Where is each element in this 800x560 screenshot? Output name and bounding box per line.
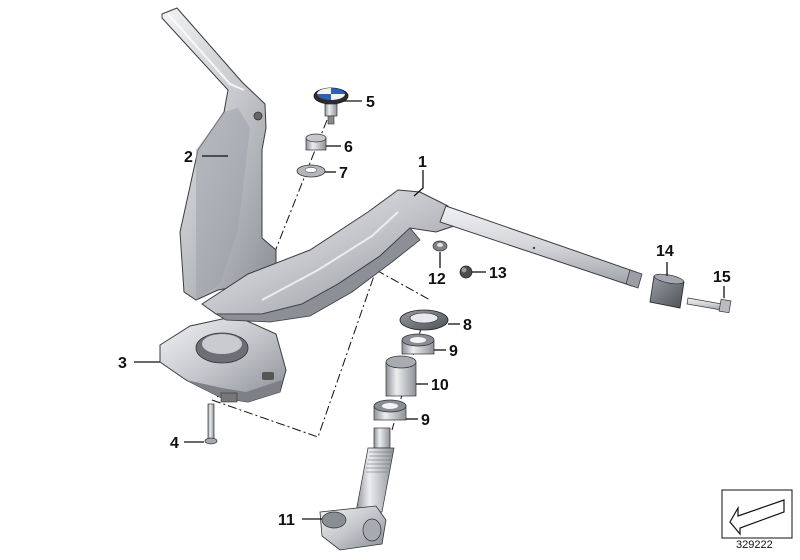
pivot-shaft-11-part [319,427,395,551]
callout-3: 3 [118,355,127,372]
bracket-arm-part [161,7,277,301]
cap-screw-5-part [313,87,349,125]
bushing-6-part [305,133,327,151]
bar-end-weight-14-part [649,273,685,309]
washer-7-part [296,164,326,178]
nut-12-part [432,240,448,252]
bolt-15-part [686,297,732,314]
callout-9-lower: 9 [421,412,430,429]
handlebar-part [201,189,643,323]
screw-4-part [204,403,218,445]
callout-8: 8 [463,317,472,334]
callout-15: 15 [713,269,731,286]
washer-8-part [399,309,449,331]
callout-11: 11 [278,512,295,529]
mounting-base-part [159,315,287,403]
callout-9-upper: 9 [449,343,458,360]
diagram-reference-number: 329222 [736,539,773,551]
callout-14: 14 [656,243,674,260]
bushing-9-lower-part [373,399,407,421]
callout-12: 12 [428,271,446,288]
callout-7: 7 [339,165,348,182]
callout-5: 5 [366,94,375,111]
reference-arrow-icon [721,489,793,539]
callout-2: 2 [184,149,193,166]
screw-13-part [459,265,473,279]
leader-lines [134,100,725,520]
callout-10: 10 [431,377,449,394]
callout-4: 4 [170,435,179,452]
bushing-9-upper-part [401,333,435,355]
callout-6: 6 [344,139,353,156]
callout-13: 13 [489,265,507,282]
callout-labels: 1 2 3 4 5 6 7 8 9 10 9 11 12 13 14 15 [118,94,731,529]
sleeve-10-part [385,355,417,397]
callout-1: 1 [418,154,427,171]
